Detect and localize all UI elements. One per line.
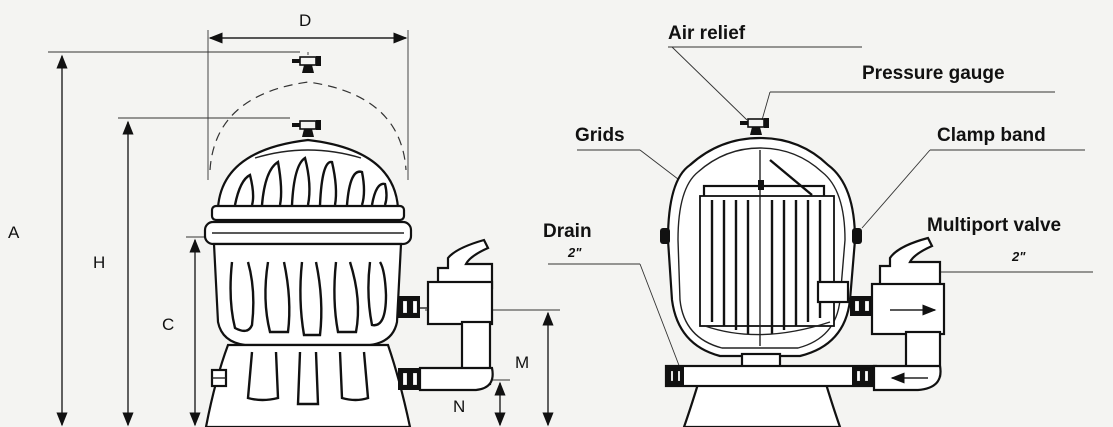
drain-pipe — [664, 364, 878, 388]
dimension-n-label: N — [453, 397, 466, 416]
dimension-c-line — [186, 236, 210, 427]
filter-dome — [216, 138, 400, 210]
multiport-valve-right — [816, 236, 946, 392]
multiport-valve-left — [398, 238, 494, 392]
label-drain-size: 2" — [568, 245, 582, 260]
dimension-h-label: H — [93, 253, 106, 272]
label-multiport-size: 2" — [1012, 249, 1026, 264]
dimension-d-line — [207, 30, 409, 180]
label-grids: Grids — [575, 125, 625, 146]
label-air-relief: Air relief — [668, 23, 746, 44]
dimension-c-label: C — [162, 315, 175, 334]
left-filter-exterior — [48, 30, 560, 427]
air-relief-valve-section — [740, 118, 769, 135]
filter-tank-body — [212, 242, 403, 347]
dimension-m-label: M — [515, 353, 530, 372]
label-multiport-valve: Multiport valve — [927, 215, 1062, 236]
right-filter-cutaway — [548, 46, 1093, 427]
dimension-a-line — [48, 51, 300, 427]
label-pressure-gauge: Pressure gauge — [862, 63, 1005, 84]
lifted-dome-outline — [209, 52, 407, 171]
dimension-h-line — [118, 117, 290, 427]
dimension-d-label: D — [299, 11, 312, 30]
air-relief-valve-lower — [292, 120, 321, 137]
label-clamp-band: Clamp band — [937, 125, 1046, 146]
clamp-ring — [203, 204, 413, 246]
filter-base — [204, 343, 412, 427]
callout-leaders — [548, 46, 1093, 369]
air-relief-valve-upper — [292, 56, 321, 73]
label-drain: Drain — [543, 221, 592, 242]
dimension-a-label: A — [8, 223, 20, 242]
filter-grids — [699, 150, 835, 346]
